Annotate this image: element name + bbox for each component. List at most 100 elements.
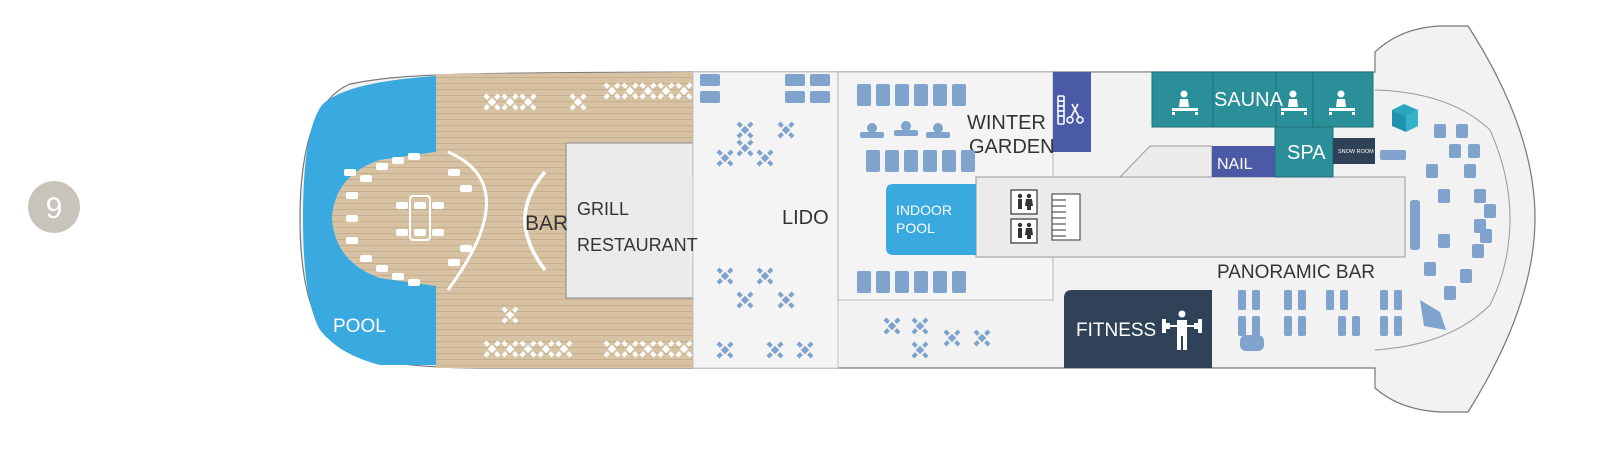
bench — [961, 150, 975, 172]
table-piece — [736, 121, 743, 128]
lounge-chair — [1298, 290, 1306, 310]
massage-icon — [1281, 90, 1307, 115]
sun-lounger — [392, 157, 404, 164]
table-piece — [501, 306, 508, 313]
massage-icon — [1329, 90, 1355, 115]
table-piece — [483, 351, 490, 358]
table-piece — [777, 291, 784, 298]
panorama-seat — [1474, 189, 1486, 203]
sun-lounger — [460, 245, 472, 252]
table-piece — [657, 340, 664, 347]
table-piece — [569, 104, 576, 111]
lounge-chair — [1298, 316, 1306, 336]
table-piece — [512, 93, 519, 100]
label-fitness: FITNESS — [1076, 320, 1156, 341]
table-piece — [494, 104, 501, 111]
table-piece — [621, 351, 628, 358]
furniture-layer — [344, 74, 1496, 359]
table-piece — [650, 82, 657, 89]
table-piece — [716, 267, 723, 274]
panorama-seat — [1424, 262, 1436, 276]
table-piece — [736, 150, 743, 157]
table-piece — [777, 341, 784, 348]
table-piece — [580, 104, 587, 111]
table-piece — [668, 351, 675, 358]
table-piece — [883, 328, 890, 335]
table-piece — [686, 93, 693, 100]
table-piece — [767, 267, 774, 274]
lounge-chair — [1338, 316, 1346, 336]
sun-lounger — [448, 259, 460, 266]
table-piece — [650, 93, 657, 100]
stairs-icon — [1051, 193, 1081, 241]
table-piece — [736, 302, 743, 309]
indoor-pool — [886, 184, 976, 255]
table-piece — [614, 340, 621, 347]
table-piece — [943, 340, 950, 347]
table-piece — [807, 341, 814, 348]
table-piece — [894, 317, 901, 324]
bench — [885, 150, 899, 172]
table-piece — [639, 82, 646, 89]
sun-lounger — [432, 202, 444, 209]
lounge-chair — [1252, 290, 1260, 310]
lounge-sofa — [1240, 335, 1264, 351]
sun-lounger — [432, 229, 444, 236]
table-piece — [777, 352, 784, 359]
table-piece — [686, 351, 693, 358]
table-piece — [494, 93, 501, 100]
table-piece — [501, 317, 508, 324]
central-corridor — [975, 176, 1406, 258]
table-piece — [777, 132, 784, 139]
sun-lounger — [376, 163, 388, 170]
table-piece — [766, 341, 773, 348]
table-piece — [668, 93, 675, 100]
table-piece — [788, 132, 795, 139]
panoramic-bar-area — [1374, 89, 1511, 351]
table-piece — [530, 351, 537, 358]
table-piece — [954, 340, 961, 347]
bench — [904, 150, 918, 172]
label-indoor: INDOOR — [896, 202, 952, 218]
table-piece — [603, 351, 610, 358]
bench — [857, 84, 871, 106]
table-piece — [686, 340, 693, 347]
table-piece — [911, 352, 918, 359]
table-piece — [537, 351, 544, 358]
table-piece — [632, 340, 639, 347]
sun-lounger — [396, 229, 408, 236]
armchair-base — [926, 132, 950, 138]
table-piece — [675, 82, 682, 89]
sun-lounger — [408, 279, 420, 286]
sun-lounger — [448, 169, 460, 176]
table-piece — [747, 302, 754, 309]
label-sauna: SAUNA — [1214, 89, 1284, 111]
hairdresser-icon — [1057, 95, 1084, 125]
table-piece — [727, 278, 734, 285]
table-piece — [675, 351, 682, 358]
lounge-chair — [1380, 316, 1388, 336]
bench — [895, 271, 909, 293]
bench — [933, 271, 947, 293]
panorama-seat — [1484, 204, 1496, 218]
table-piece — [530, 340, 537, 347]
table-piece — [766, 352, 773, 359]
table-piece — [922, 352, 929, 359]
bench — [923, 150, 937, 172]
table-piece — [727, 341, 734, 348]
table-piece — [727, 352, 734, 359]
bench — [876, 271, 890, 293]
table-piece — [483, 93, 490, 100]
label-winter: WINTER — [967, 112, 1046, 134]
bench — [857, 271, 871, 293]
table-piece — [756, 278, 763, 285]
table-piece — [487, 344, 497, 354]
table-piece — [943, 329, 950, 336]
table-piece — [883, 317, 890, 324]
label-panoramic-bar: PANORAMIC BAR — [1217, 262, 1375, 283]
table-piece — [501, 351, 508, 358]
armchair — [933, 123, 943, 133]
table-piece — [530, 104, 537, 111]
table-piece — [501, 93, 508, 100]
sun-lounger — [346, 215, 358, 222]
